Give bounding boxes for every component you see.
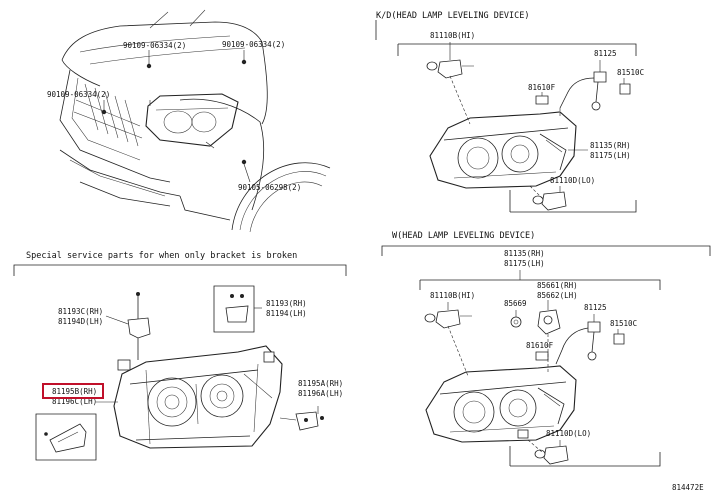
w-label-motor-rh: 85661(RH): [537, 281, 578, 290]
bracket-label-d1: 81195A(RH): [298, 379, 343, 388]
w-label-bulb-hi: 81110B(HI): [430, 291, 475, 300]
bolt-label-c: 90109-06334(2): [47, 90, 110, 99]
bracket-label-c2: 81196C(LH): [52, 397, 97, 406]
w-label-81610: 81610F: [526, 341, 554, 350]
w-title: W(HEAD LAMP LEVELING DEVICE): [392, 231, 535, 241]
w-section: W(HEAD LAMP LEVELING DEVICE) 81135(RH) 8…: [381, 231, 711, 467]
bracket-label-d2: 81196A(LH): [298, 389, 343, 398]
kd-section: K/D(HEAD LAMP LEVELING DEVICE) 81110B(HI…: [375, 11, 644, 213]
bracket-label-a1: 81193C(RH): [58, 307, 103, 316]
bracket-label-c1: 81195B(RH): [52, 387, 97, 396]
kd-label-81510: 81510C: [617, 68, 644, 77]
bolt-label-d: 90105-06298(2): [238, 183, 301, 192]
bracket-label-b1: 81193(RH): [266, 299, 307, 308]
w-label-motor-lh: 85662(LH): [537, 291, 578, 300]
bolt-label-a: 90109-06334(2): [123, 41, 186, 50]
w-label-85669: 85669: [504, 299, 527, 308]
kd-label-lamp-lh: 81175(LH): [590, 151, 631, 160]
kd-label-bulb-hi: 81110B(HI): [430, 31, 475, 40]
kd-label-socket: 81125: [594, 49, 617, 58]
bracket-label-a2: 81194D(LH): [58, 317, 103, 326]
service-note: Special service parts for when only brac…: [26, 251, 297, 261]
bolt-label-b: 90109-06334(2): [222, 40, 285, 49]
kd-label-lamp-rh: 81135(RH): [590, 141, 631, 150]
bracket-label-b2: 81194(LH): [266, 309, 307, 318]
w-label-81510: 81510C: [610, 319, 637, 328]
w-label-bulb-lo: 81110D(LO): [546, 429, 591, 438]
kd-label-bulb-lo: 81110D(LO): [550, 176, 595, 185]
highlighted-part-box[interactable]: [42, 383, 104, 399]
diagram-code: 814472E: [672, 483, 704, 492]
w-label-socket: 81125: [584, 303, 607, 312]
vehicle-front-drawing: 90109-06334(2) 90109-06334(2) 90109-0633…: [47, 9, 331, 233]
kd-title: K/D(HEAD LAMP LEVELING DEVICE): [376, 11, 530, 21]
kd-label-81610: 81610F: [528, 83, 556, 92]
w-label-lamp-lh: 81175(LH): [504, 259, 545, 268]
service-parts-section: Special service parts for when only brac…: [13, 251, 347, 461]
w-label-lamp-rh: 81135(RH): [504, 249, 545, 258]
